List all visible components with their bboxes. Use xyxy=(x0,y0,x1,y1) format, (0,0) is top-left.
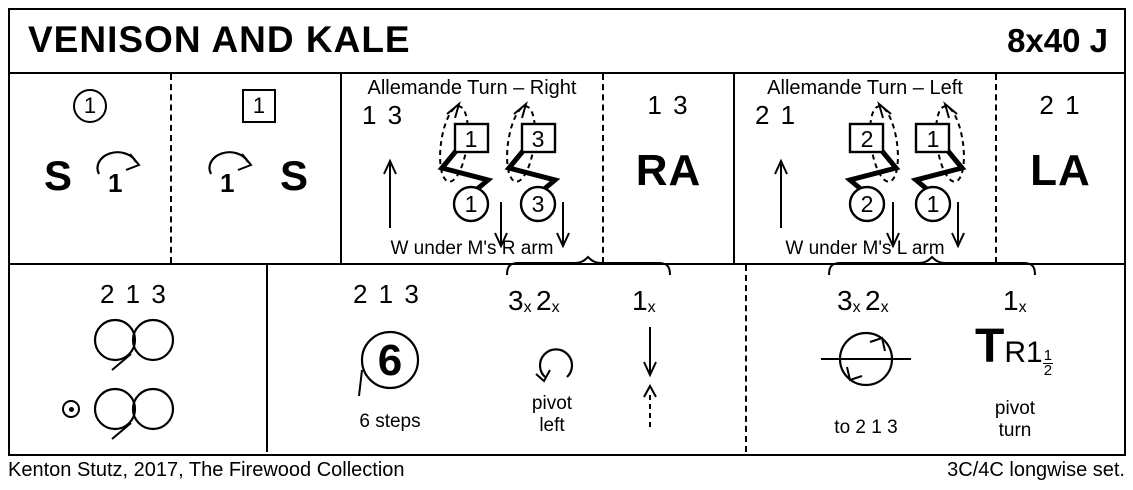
turn-arc-icon xyxy=(96,151,141,175)
man-number: 2 xyxy=(861,126,874,152)
man-number: 1 xyxy=(465,126,478,152)
turn-amount: 1 xyxy=(220,168,235,198)
set-symbol: S xyxy=(280,152,310,199)
allemande-motif-right: 1 1 xyxy=(437,101,494,223)
couples-label: 2 1 xyxy=(755,100,798,130)
woman-badge: 1 xyxy=(73,89,107,123)
figure-title: Allemande Turn – Right xyxy=(367,77,577,99)
cross-turn-icon xyxy=(821,331,911,387)
right-hands-across-symbol: RA xyxy=(635,146,702,195)
title-row: VENISON AND KALE 8x40 J xyxy=(10,10,1124,74)
brace-icon xyxy=(506,255,671,276)
down-arrow-icon xyxy=(951,202,965,249)
up-arrow-icon xyxy=(774,158,788,228)
figure-title: Allemande Turn – Left xyxy=(767,77,963,99)
left-hands-across-symbol: LA xyxy=(1030,146,1091,195)
man-number: 3 xyxy=(532,126,545,152)
brace-icon xyxy=(828,255,1036,276)
bars-row-2: 2 1 3 2 1 3 6 xyxy=(10,255,1124,452)
cell-set-turn-b: 1 1 S xyxy=(170,74,340,263)
bars-label-left: 3x 2x xyxy=(837,285,889,316)
cell-set-turn-a: 1 S 1 xyxy=(10,74,170,263)
start-dot-icon xyxy=(62,400,80,418)
formation-label: 3C/4C longwise set. xyxy=(947,459,1125,481)
bars-label-right: 1x xyxy=(1003,285,1027,316)
allemande-motif-left: 1 1 xyxy=(910,101,967,223)
woman-number: 3 xyxy=(532,191,545,217)
cell-left-hands-across: 2 1 LA xyxy=(995,74,1124,263)
set-symbol: S xyxy=(44,152,74,199)
man-badge: 1 xyxy=(242,89,276,123)
turn-arc-icon xyxy=(208,151,253,175)
down-arrow-icon xyxy=(886,202,900,249)
cell-circle-and-cast: 2 1 3 6 6 steps 3x 2x 1x pivot left xyxy=(266,255,745,452)
pivot-caption: pivot xyxy=(994,398,1036,419)
down-arrow-icon xyxy=(556,202,570,249)
steps-caption: 6 steps xyxy=(359,411,421,432)
man-number: 1 xyxy=(927,126,940,152)
credit-line: Kenton Stutz, 2017, The Firewood Collect… xyxy=(8,459,405,481)
bars-label-left: 3x 2x xyxy=(508,285,560,316)
man-number: 1 xyxy=(252,93,266,118)
figure-eight-icon xyxy=(93,387,175,440)
figure-caption: W under M's L arm xyxy=(785,238,945,259)
cell-progression: 2 1 3 xyxy=(10,265,266,452)
destination-caption: to 2 1 3 xyxy=(834,417,898,438)
down-arrow-icon xyxy=(494,202,508,249)
couples-label: 2 1 xyxy=(1039,90,1082,120)
allemande-motif-left: 2 2 xyxy=(844,101,901,223)
figure-caption: W under M's R arm xyxy=(390,238,554,259)
bars-row-1: 1 S 1 1 1 S xyxy=(10,74,1124,265)
diagram-frame: VENISON AND KALE 8x40 J 1 S 1 1 xyxy=(8,8,1126,456)
page-title: VENISON AND KALE xyxy=(28,19,411,60)
circle-six-icon: 6 xyxy=(358,330,420,397)
down-arrow-icon xyxy=(643,327,657,378)
order-label: 2 1 3 xyxy=(353,279,421,309)
woman-number: 1 xyxy=(465,191,478,217)
bars-label-right: 1x xyxy=(632,285,656,316)
up-arrow-icon xyxy=(383,158,397,228)
allemande-motif-right: 3 3 xyxy=(504,101,561,223)
pivot-caption: turn xyxy=(998,420,1032,441)
repeat-count: 8x40 J xyxy=(1007,22,1108,59)
cell-allemande-right: Allemande Turn – Right 1 3 1 1 xyxy=(340,74,602,263)
circle-count: 6 xyxy=(378,336,402,385)
turn-amount: 1 xyxy=(108,168,123,198)
dashed-up-arrow-icon xyxy=(643,383,657,431)
couples-label: 1 3 xyxy=(647,90,690,120)
pivot-caption: pivot xyxy=(531,393,573,414)
order-label: 2 1 3 xyxy=(100,279,168,309)
cell-right-hands-across: 1 3 RA xyxy=(602,74,733,263)
woman-number: 2 xyxy=(861,191,874,217)
figure-eight-icon xyxy=(93,318,175,371)
cell-allemande-left: Allemande Turn – Left 2 1 2 2 xyxy=(733,74,995,263)
couples-label: 1 3 xyxy=(362,100,405,130)
pivot-left-arrow-icon xyxy=(535,348,574,383)
pivot-caption: left xyxy=(539,415,565,436)
woman-number: 1 xyxy=(83,93,97,118)
woman-number: 1 xyxy=(927,191,940,217)
